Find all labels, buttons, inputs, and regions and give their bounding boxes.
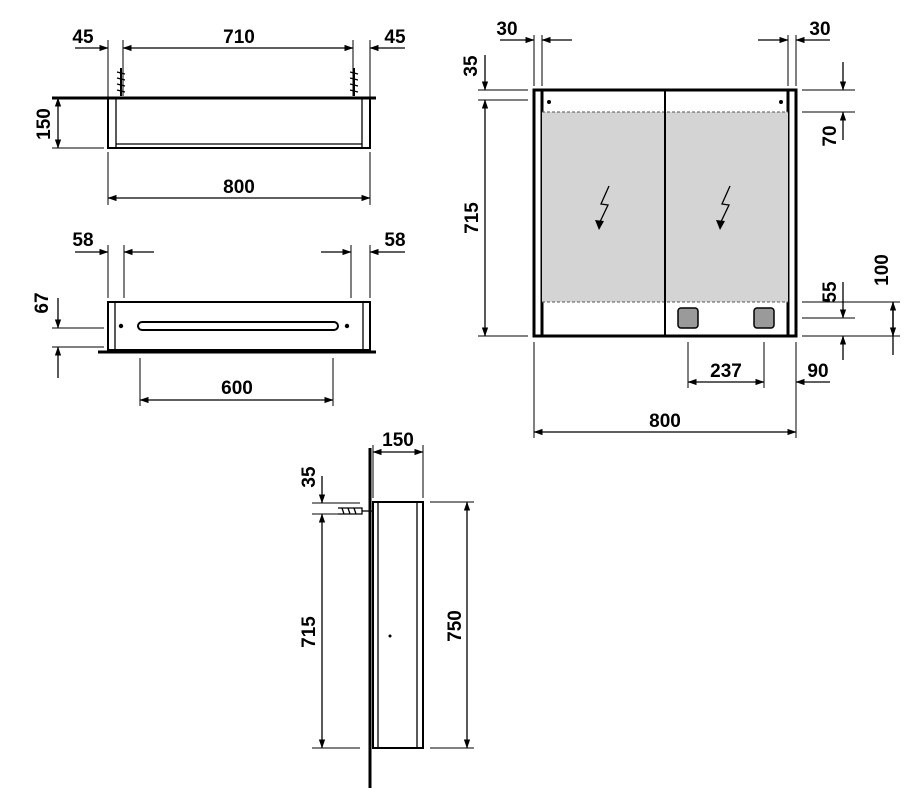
dim-top-span: 710 [223,27,255,48]
mirror-panel-left [542,112,665,302]
dim-top-width: 800 [223,177,255,198]
dim-top-depth: 150 [34,108,55,140]
dim-side-body-height: 715 [299,616,320,648]
dim-side-top: 35 [299,466,320,488]
dim-side-depth: 150 [382,430,414,451]
dim-front-socket-edge: 90 [807,361,828,382]
led-light-strip [137,321,339,331]
dim-top-right-margin: 45 [384,27,406,48]
lightning-icon [595,185,610,230]
dim-front-bottom-100: 100 [872,254,893,286]
socket-icon [753,307,775,329]
wall-hook-right [349,68,359,96]
dim-front-top: 35 [461,55,482,77]
dim-front-socket-spacing: 237 [710,361,742,382]
dim-front-height: 715 [462,202,483,234]
wall-hook-left [116,68,126,96]
mirror-panel-right [665,112,788,302]
dim-bottom-right-inset: 58 [384,230,405,251]
top-view: 45 710 45 150 800 [34,27,406,205]
dim-front-width: 800 [649,411,681,432]
dim-front-bottom-55: 55 [820,281,841,303]
dim-bottom-light-length: 600 [221,378,253,399]
socket-icon [677,307,699,329]
side-view: 150 35 715 750 [299,430,474,788]
lightning-icon [716,185,731,230]
dim-front-left-frame: 30 [496,19,517,40]
wall-bracket [338,507,373,515]
dim-bottom-left-inset: 58 [72,230,93,251]
dim-front-right-top: 70 [820,125,841,146]
dim-front-right-frame: 30 [809,19,830,40]
bottom-view: 58 58 67 600 [32,230,406,406]
dim-top-left-margin: 45 [72,27,94,48]
dim-side-total-height: 750 [445,610,466,642]
front-view: 30 30 35 70 715 100 55 237 90 800 [461,19,900,438]
dim-bottom-height: 67 [32,292,53,313]
